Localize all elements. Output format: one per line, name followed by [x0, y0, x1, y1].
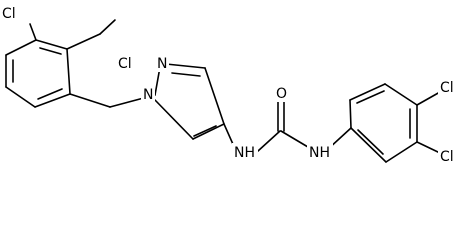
bond	[34, 93, 71, 108]
atom-labels: Cl Cl N N NH O NH Cl Cl	[0, 4, 460, 165]
bond	[349, 99, 352, 129]
bond	[37, 88, 63, 100]
amide-nh-label: NH	[309, 145, 330, 161]
bond	[69, 93, 111, 108]
bond	[349, 83, 386, 101]
chlorine-label: Cl	[2, 6, 16, 22]
bond	[385, 141, 418, 163]
bond	[384, 83, 418, 106]
bond	[5, 39, 37, 56]
bond	[357, 129, 384, 155]
bond	[154, 99, 194, 140]
amide-nh-label: NH	[234, 145, 255, 161]
bond	[416, 141, 441, 154]
bond	[416, 91, 441, 106]
bond	[193, 125, 217, 137]
bond	[66, 48, 71, 95]
bond	[165, 63, 206, 69]
bond	[35, 39, 68, 50]
bond	[99, 19, 116, 35]
bond	[39, 47, 62, 55]
bonds	[5, 19, 441, 163]
bond	[350, 127, 387, 163]
chlorine-label: Cl	[118, 56, 132, 72]
chlorine-label: Cl	[440, 149, 454, 165]
bond	[204, 67, 225, 125]
bond	[5, 86, 36, 108]
bond	[192, 123, 225, 140]
bond	[171, 72, 201, 77]
structure-diagram: Cl Cl N N NH O NH Cl Cl	[0, 4, 460, 165]
bond	[356, 90, 385, 104]
nitrogen-label: N	[143, 87, 153, 103]
oxygen-label: O	[276, 86, 287, 102]
bond	[257, 130, 281, 152]
bond	[29, 23, 37, 41]
nitrogen-label: N	[157, 56, 167, 72]
bond	[66, 33, 101, 50]
chlorine-label: Cl	[440, 80, 454, 96]
